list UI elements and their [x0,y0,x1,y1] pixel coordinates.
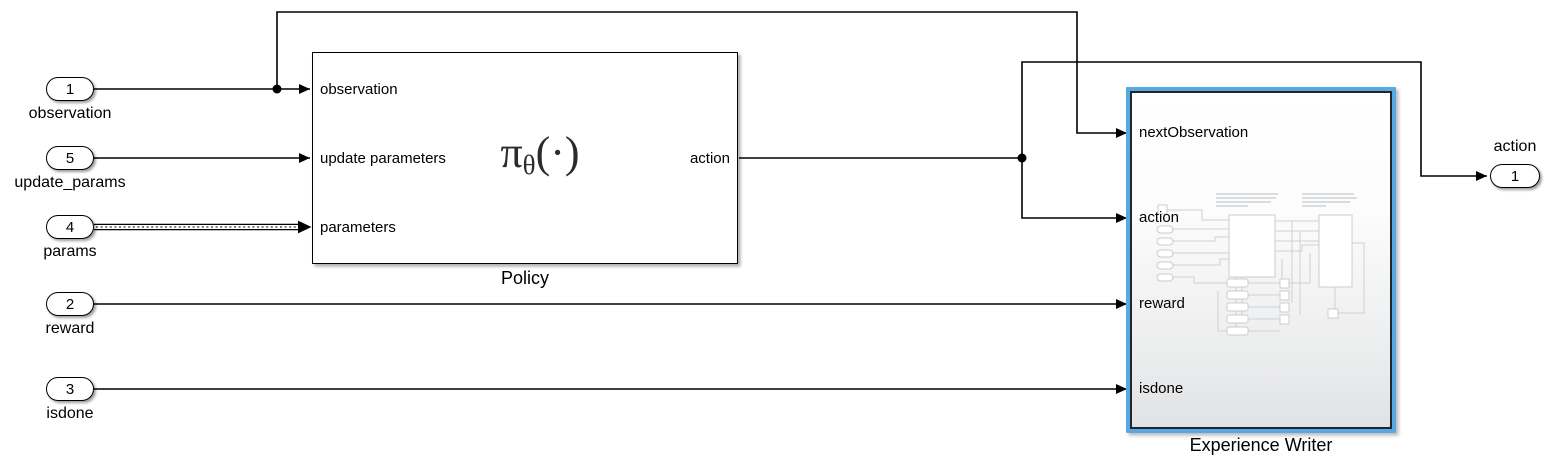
branch-dot [272,84,282,94]
writer-port-action: action [1139,209,1180,226]
wire-action-branch-to-writer[interactable] [1021,158,1127,223]
inport-observation-label[interactable]: observation [28,105,112,122]
inport-number: 2 [65,295,75,313]
inport-reward-label[interactable]: reward [45,320,95,337]
inport-params[interactable]: 4 [46,215,94,239]
experience-writer-selection-border: nextObservation action reward isdone [1126,87,1396,433]
branch-dot [1017,153,1027,163]
policy-pi-symbol: πθ(·) [500,128,580,180]
outport-action-label[interactable]: action [1493,138,1537,155]
experience-writer-block-name[interactable]: Experience Writer [1189,435,1333,455]
inport-update-params[interactable]: 5 [46,146,94,170]
wire-observation-branch-to-nextobservation[interactable] [276,11,1127,138]
inport-number: 1 [65,80,75,98]
inport-observation[interactable]: 1 [46,77,94,101]
writer-port-nextobservation: nextObservation [1139,124,1249,141]
outport-number: 1 [1510,167,1520,185]
policy-block[interactable]: observation update parameters parameters… [312,52,738,264]
policy-port-update-parameters: update parameters [320,150,446,167]
arrowhead-icon [298,220,312,234]
policy-port-observation: observation [320,81,398,98]
wire-params-bus[interactable] [94,220,312,234]
policy-port-action: action [689,150,730,167]
policy-port-parameters: parameters [320,219,396,236]
inport-number: 3 [65,380,75,398]
inport-number: 4 [65,218,75,236]
inport-params-label[interactable]: params [43,243,97,260]
writer-port-reward: reward [1139,295,1185,312]
inport-reward[interactable]: 2 [46,292,94,316]
subsystem-preview [1156,193,1365,336]
policy-block-name[interactable]: Policy [500,268,549,288]
inport-number: 5 [65,149,75,167]
inport-isdone[interactable]: 3 [46,377,94,401]
wire-action-branch-to-outport[interactable] [1021,61,1487,181]
inport-update-params-label[interactable]: update_params [14,174,126,191]
outport-action[interactable]: 1 [1490,164,1540,188]
writer-port-isdone: isdone [1139,380,1184,397]
experience-writer-block[interactable]: nextObservation action reward isdone [1130,91,1392,429]
inport-isdone-label[interactable]: isdone [46,405,94,422]
